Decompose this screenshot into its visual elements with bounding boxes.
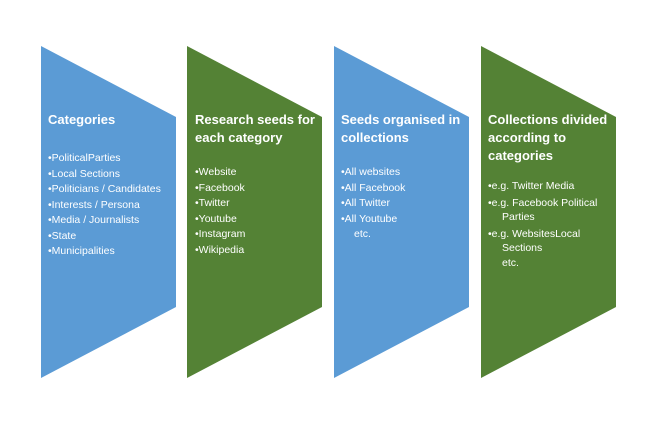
list-item-continuation: etc.	[354, 228, 371, 240]
list-item: •Municipalities	[48, 245, 115, 257]
step-2-title: Research seeds for each category	[195, 112, 315, 145]
step-1-title: Categories	[48, 112, 116, 127]
list-item: •State	[48, 229, 77, 242]
list-item-continuation: Sections	[502, 242, 543, 254]
step-1-chevron	[41, 46, 176, 378]
step-1-text: Categories •PoliticalParties •Local Sect…	[48, 111, 178, 260]
step-3-items: •All websites •All Facebook •All Twitter…	[341, 165, 461, 243]
step-3-chevron	[334, 46, 469, 378]
list-item: •Wikipedia	[195, 243, 245, 256]
list-item: •Local Sections	[48, 167, 120, 180]
list-item: •All Twitter	[341, 197, 390, 209]
step-4-text: Collections divided according to categor…	[488, 111, 616, 270]
list-item: •Website	[195, 166, 237, 178]
list-item: •All websites	[341, 166, 401, 178]
step-2-chevron	[187, 46, 322, 378]
step-2-items: •Website •Facebook •Twitter •Youtube •In…	[195, 165, 320, 258]
step-4-title: Collections divided according to categor…	[488, 112, 608, 163]
list-item-continuation: Parties	[502, 211, 535, 223]
step-3-text: Seeds organised in collections •All webs…	[341, 111, 461, 243]
step-2-text: Research seeds for each category •Websit…	[195, 111, 320, 258]
list-item: •Facebook	[195, 181, 245, 194]
step-4-chevron	[481, 46, 616, 378]
list-item: •Instagram	[195, 228, 246, 240]
list-item: •e.g. Twitter Media	[488, 180, 575, 192]
list-item: •Twitter	[195, 197, 230, 209]
list-item: etc.	[488, 256, 616, 271]
list-item: •All Facebook	[341, 181, 406, 194]
list-item: •Politicians / Candidates	[48, 183, 161, 195]
list-item: •Youtube	[195, 212, 237, 225]
list-item: •PoliticalParties	[48, 152, 121, 164]
step-4-items: •e.g. Twitter Media •e.g. Facebook Polit…	[488, 179, 616, 270]
list-item-continuation: etc.	[502, 256, 519, 269]
list-item: •Media / Journalists	[48, 214, 140, 226]
step-3-title: Seeds organised in collections	[341, 112, 461, 145]
step-1-items: •PoliticalParties •Local Sections •Polit…	[48, 151, 178, 260]
list-item: •Interests / Persona	[48, 198, 140, 211]
